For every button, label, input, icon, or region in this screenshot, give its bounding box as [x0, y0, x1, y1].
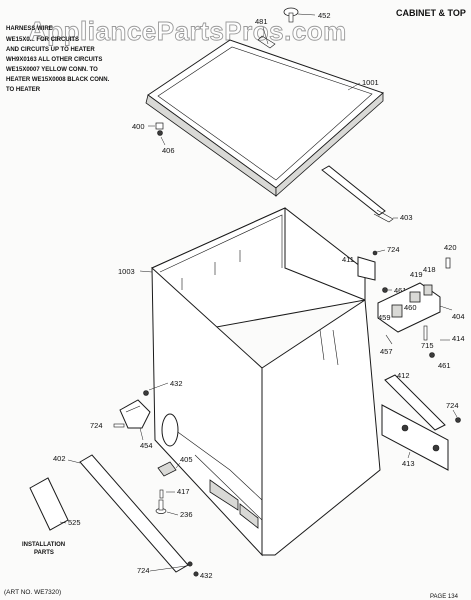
- section-title: CABINET & TOP: [396, 8, 466, 18]
- part-label: 419: [410, 270, 423, 279]
- screw-432: [143, 390, 149, 396]
- top-panel-inset: [157, 46, 373, 181]
- part-label: 460: [404, 303, 417, 312]
- part-label: 406: [162, 146, 175, 155]
- note-line: HARNESS WIRE: [6, 26, 53, 32]
- art-number: (ART NO. WE7320): [4, 589, 61, 596]
- part-label: 724: [137, 566, 150, 575]
- note-line: AND CIRCUITS UP TO HEATER: [6, 47, 95, 53]
- bracket-454: [119, 399, 151, 429]
- part-label: 525: [68, 518, 81, 527]
- screw-724-left: [113, 423, 125, 428]
- toe-panel-413: [381, 404, 449, 471]
- part-label: 459: [378, 313, 391, 322]
- screw-724-bottom: [187, 561, 193, 567]
- screw-452: [283, 7, 316, 23]
- part-label: 432: [170, 379, 183, 388]
- clip-461: [382, 287, 388, 293]
- part-label: 461: [394, 286, 407, 295]
- thermostat-418: [423, 284, 433, 296]
- part-label: 724: [90, 421, 103, 430]
- part-label: 1001: [362, 78, 379, 87]
- part-label: 461: [438, 361, 451, 370]
- installation-label: PARTS: [34, 550, 54, 556]
- drum-opening: [161, 413, 179, 447]
- top-panel: [145, 39, 384, 197]
- part-label: 400: [132, 122, 145, 131]
- part-label: 481: [255, 17, 268, 26]
- note-line: TO HEATER: [6, 87, 41, 93]
- part-label: 432: [200, 571, 213, 580]
- screw-420: [445, 257, 451, 269]
- note-line: HEATER WE15X0008 BLACK CONN.: [6, 77, 110, 83]
- note-line: WH9X0163 ALL OTHER CIRCUITS: [6, 57, 102, 63]
- part-label: 420: [444, 243, 457, 252]
- screw-417: [159, 489, 164, 499]
- hinge-481: [257, 35, 276, 49]
- part-label: 402: [53, 454, 66, 463]
- part-label: 405: [180, 455, 193, 464]
- screw-724: [372, 250, 378, 256]
- thermostat-419: [409, 291, 421, 303]
- installation-label: INSTALLATION: [22, 542, 65, 548]
- part-label: 413: [402, 459, 415, 468]
- bracket-411: [357, 256, 376, 281]
- part-label: 1003: [118, 267, 135, 276]
- clip-400: [148, 122, 164, 136]
- screw-432-bottom: [193, 571, 199, 577]
- part-label: 452: [318, 11, 331, 20]
- cabinet: [151, 207, 381, 557]
- note-line: WE15X0007 YELLOW CONN. TO: [6, 67, 98, 73]
- part-label: 411: [342, 255, 354, 264]
- rail-412: [384, 374, 446, 431]
- part-label: 417: [177, 487, 190, 496]
- part-label: 418: [423, 265, 436, 274]
- screw-724-right: [455, 417, 461, 423]
- part-label: 236: [180, 510, 193, 519]
- part-label: 412: [397, 371, 410, 380]
- part-label: 414: [452, 334, 465, 343]
- clip-461b: [429, 352, 435, 358]
- part-label: 724: [446, 401, 459, 410]
- note-line: WE15X0... FOR CIRCUITS: [6, 37, 79, 43]
- part-label: 454: [140, 441, 153, 450]
- installation-parts-bag: [29, 477, 69, 531]
- part-label: 403: [400, 213, 413, 222]
- part-label: 457: [380, 347, 393, 356]
- harness-note: HARNESS WIRE WE15X0... FOR CIRCUITS AND …: [6, 26, 110, 93]
- page-number: PAGE 134: [430, 594, 459, 600]
- top-bracket-403: [321, 165, 386, 216]
- fuse-459: [391, 304, 403, 318]
- part-label: 715: [421, 341, 434, 350]
- screw-715: [423, 325, 428, 341]
- part-label: 404: [452, 312, 465, 321]
- cabinet-right-side: [261, 299, 381, 556]
- part-label: 724: [387, 245, 400, 254]
- top-panel-side-edge: [275, 92, 384, 197]
- clip-405: [157, 461, 177, 477]
